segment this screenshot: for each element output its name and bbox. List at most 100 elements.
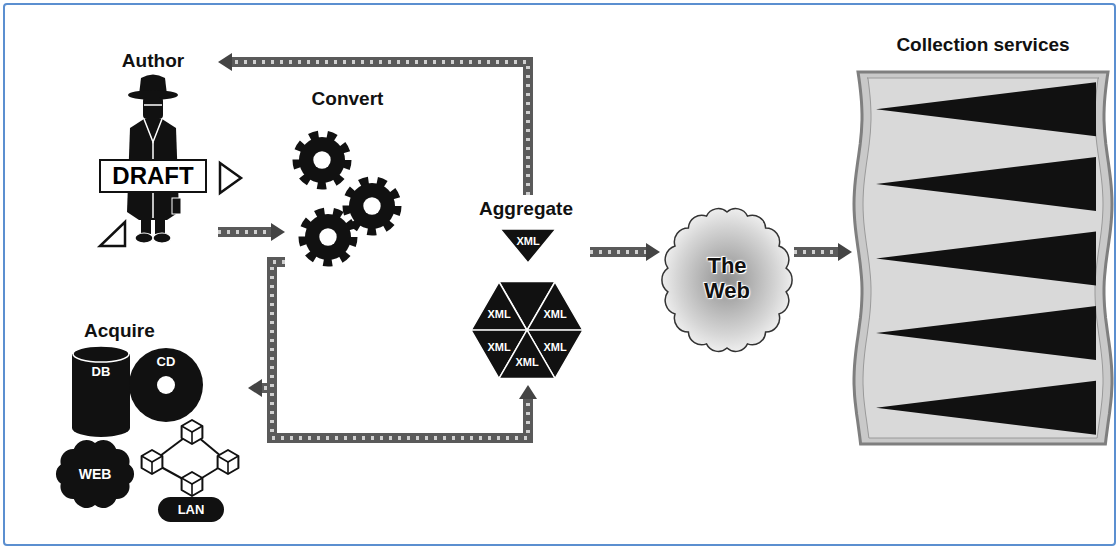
gear-hole	[313, 151, 330, 168]
database-cylinder: DB	[72, 345, 130, 437]
node-label: XML	[487, 340, 510, 353]
node-body-label: DRAFT	[112, 162, 193, 190]
connector-chevrons	[272, 262, 528, 438]
cylinder-body	[72, 354, 130, 437]
node-label: Convert	[312, 88, 384, 110]
glasses	[144, 104, 162, 106]
node-label: Acquire	[84, 320, 155, 342]
node-outline	[471, 282, 527, 331]
xml-triangle: XML	[499, 330, 555, 379]
node-label: The Web	[694, 253, 761, 304]
gear-hole	[363, 197, 380, 214]
arrow-head	[248, 379, 262, 397]
banner-wedge	[876, 157, 1096, 211]
network-cube	[182, 472, 203, 496]
node-label: Author	[122, 50, 184, 72]
leg	[155, 220, 165, 234]
connector-chevrons	[230, 62, 528, 195]
connector-band	[272, 262, 528, 438]
corner-triangle	[100, 222, 125, 246]
web-source-cloud: WEB	[52, 436, 138, 512]
disc-body	[129, 348, 203, 422]
author-figure: AuthorDRAFT	[88, 50, 218, 248]
triangle-shape	[500, 229, 556, 263]
flow-arrow	[218, 53, 528, 195]
head	[143, 97, 163, 119]
banner-wedge	[876, 82, 1096, 136]
node-outline	[72, 345, 130, 437]
node-label: CD	[157, 355, 176, 370]
lan-pill: LAN	[158, 497, 224, 522]
gear-body	[299, 137, 345, 183]
gear-teeth	[303, 212, 353, 262]
node-label: XML	[516, 234, 539, 247]
node-outline	[88, 50, 218, 248]
gear-teeth	[297, 135, 347, 185]
acquire-group: AcquireDB CD WEB LAN	[48, 318, 248, 525]
node-outline	[285, 88, 410, 268]
banner-wedge	[876, 232, 1096, 286]
arrow-head	[519, 385, 537, 399]
briefcase	[172, 198, 181, 214]
node-outline	[499, 330, 555, 379]
banner-inner	[863, 78, 1103, 438]
arrow-head	[271, 223, 285, 241]
collection-banner: Collection services	[852, 30, 1114, 450]
node-label: XML	[543, 340, 566, 353]
node-outline	[852, 30, 1114, 450]
cloud-outline	[662, 209, 792, 352]
connector-chevrons	[590, 250, 648, 254]
lapel	[144, 119, 162, 142]
xml-triangle: XML	[471, 282, 527, 331]
banner-wedge	[876, 381, 1096, 435]
connector-band	[794, 247, 840, 257]
flow-arrow	[218, 223, 285, 241]
arrow-head	[218, 53, 232, 71]
flow-arrow	[272, 262, 537, 438]
xml-triangle: XML	[527, 282, 583, 331]
triangle-shape	[527, 282, 583, 331]
node-label: DB	[92, 365, 111, 380]
connector-band	[260, 262, 285, 388]
convert-gears: Convert	[285, 88, 410, 268]
cd-disc: CD	[128, 347, 204, 423]
arrow-head	[838, 243, 852, 261]
node-label: Collection services	[896, 34, 1069, 56]
pointer-triangle	[220, 163, 241, 193]
connector-chevrons	[218, 230, 273, 234]
gear-teeth	[347, 181, 397, 231]
flow-arrow	[590, 243, 660, 261]
connector-band	[230, 62, 528, 195]
node-label: XML	[515, 356, 538, 369]
draft-band	[100, 160, 206, 192]
banner-outline	[854, 72, 1112, 444]
triangle-shape	[471, 282, 527, 331]
shoe	[135, 233, 153, 243]
xml-triangle: XML	[500, 229, 556, 263]
node-label: WEB	[79, 466, 112, 482]
gear-body	[305, 214, 351, 260]
web-cloud: The Web	[660, 205, 794, 355]
node-outline	[527, 282, 583, 331]
leg	[141, 220, 151, 234]
connector-chevrons	[794, 250, 840, 254]
network-cube	[218, 450, 239, 474]
flow-arrow	[248, 262, 285, 397]
banner-wedge	[876, 306, 1096, 360]
gear-hole	[319, 228, 336, 245]
disc-hole	[157, 376, 175, 394]
network-cube	[142, 450, 163, 474]
cloud-outline	[56, 440, 134, 508]
node-label: XML	[487, 307, 510, 320]
aggregate-group: AggregateXMLXMLXMLXMLXMLXML	[462, 195, 590, 385]
triangle-shape	[499, 330, 555, 379]
flow-arrow	[794, 243, 852, 261]
node-label: XML	[543, 307, 566, 320]
shoe	[153, 233, 171, 243]
gear-body	[349, 183, 395, 229]
connector-band	[218, 227, 273, 237]
node-label: LAN	[178, 502, 205, 517]
arrow-head	[646, 243, 660, 261]
